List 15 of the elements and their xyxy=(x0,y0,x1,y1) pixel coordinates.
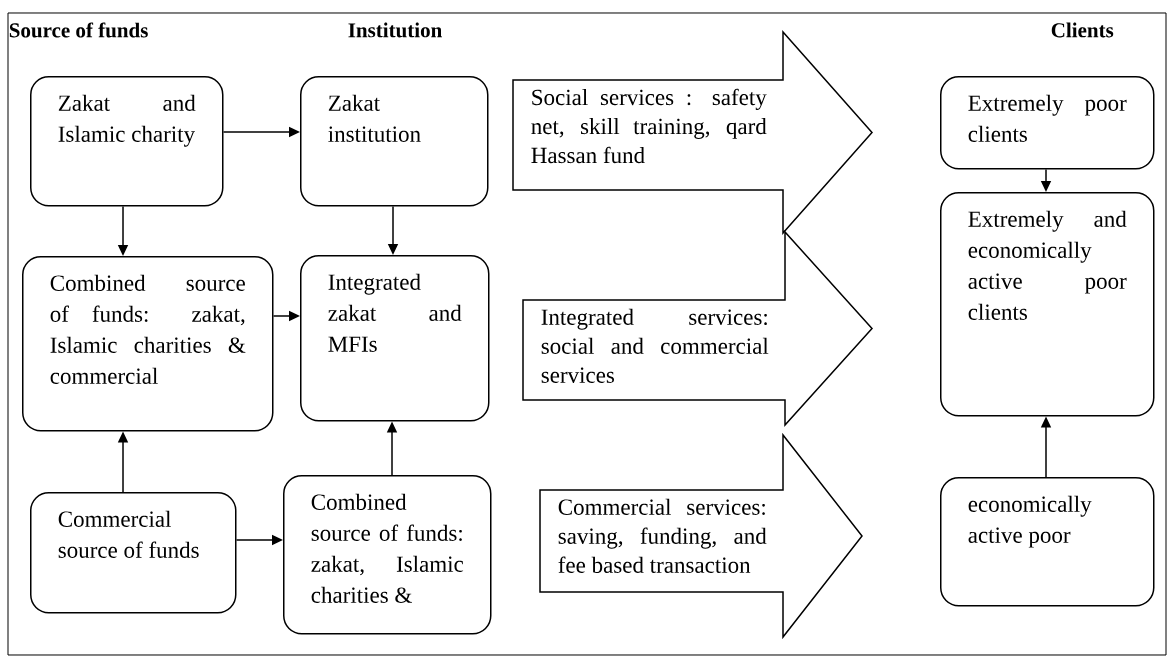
rounded-box: Extremely poor clients xyxy=(940,76,1155,170)
rounded-box: Extremely and economically active poor clients xyxy=(940,192,1155,417)
pointed-text-panel: Integrated services: social and commercial services xyxy=(522,230,873,427)
rounded-box: economically active poor xyxy=(940,477,1155,607)
rounded-box: Zakat and Islamic charity xyxy=(30,76,224,207)
rounded-box: Zakat institution xyxy=(300,76,489,207)
column-heading: Source of funds xyxy=(9,22,148,38)
column-heading: Institution xyxy=(348,22,442,38)
rounded-box: Commercial source of funds xyxy=(30,492,237,614)
rounded-box: Integrated zakat and MFIs xyxy=(300,255,490,422)
pointed-text-panel: Social services : safety net, skill training, qard Hassan fund xyxy=(512,30,873,235)
rounded-box: Combined source of funds: zakat, Islamic charities & xyxy=(283,475,492,635)
rounded-box: Combined source of funds: zakat, Islamic charities & commercial xyxy=(22,256,274,432)
column-heading: Clients xyxy=(1051,22,1114,38)
pointed-text-panel: Commercial services: saving, funding, and fee based transaction xyxy=(539,432,863,640)
